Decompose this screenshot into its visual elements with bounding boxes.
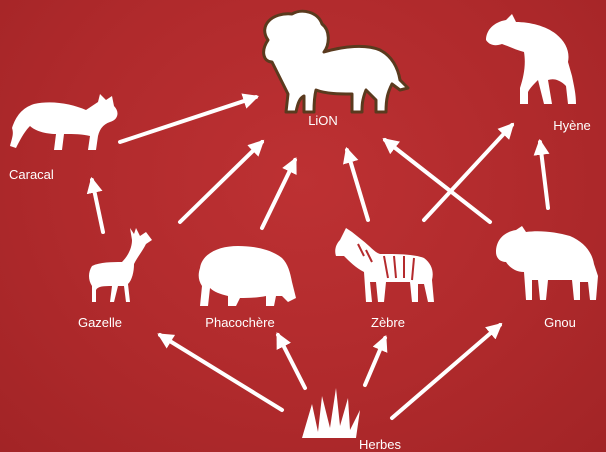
label-gazelle: Gazelle [78,315,122,330]
label-hyene: Hyène [553,118,591,133]
label-gnou: Gnou [544,315,576,330]
lion-icon [264,11,408,112]
gazelle-icon [89,228,152,302]
label-caracal: Caracal [9,167,54,182]
caracal-icon [10,94,117,150]
grass-icon [302,388,360,438]
label-zebre: Zèbre [371,315,405,330]
warthog-icon [199,246,296,306]
hyena-icon [486,14,576,104]
zebra-icon [335,228,434,302]
label-herbes: Herbes [359,437,401,452]
label-phacochere: Phacochère [205,315,274,330]
wildebeest-icon [496,226,598,300]
label-lion: LiON [308,113,338,128]
